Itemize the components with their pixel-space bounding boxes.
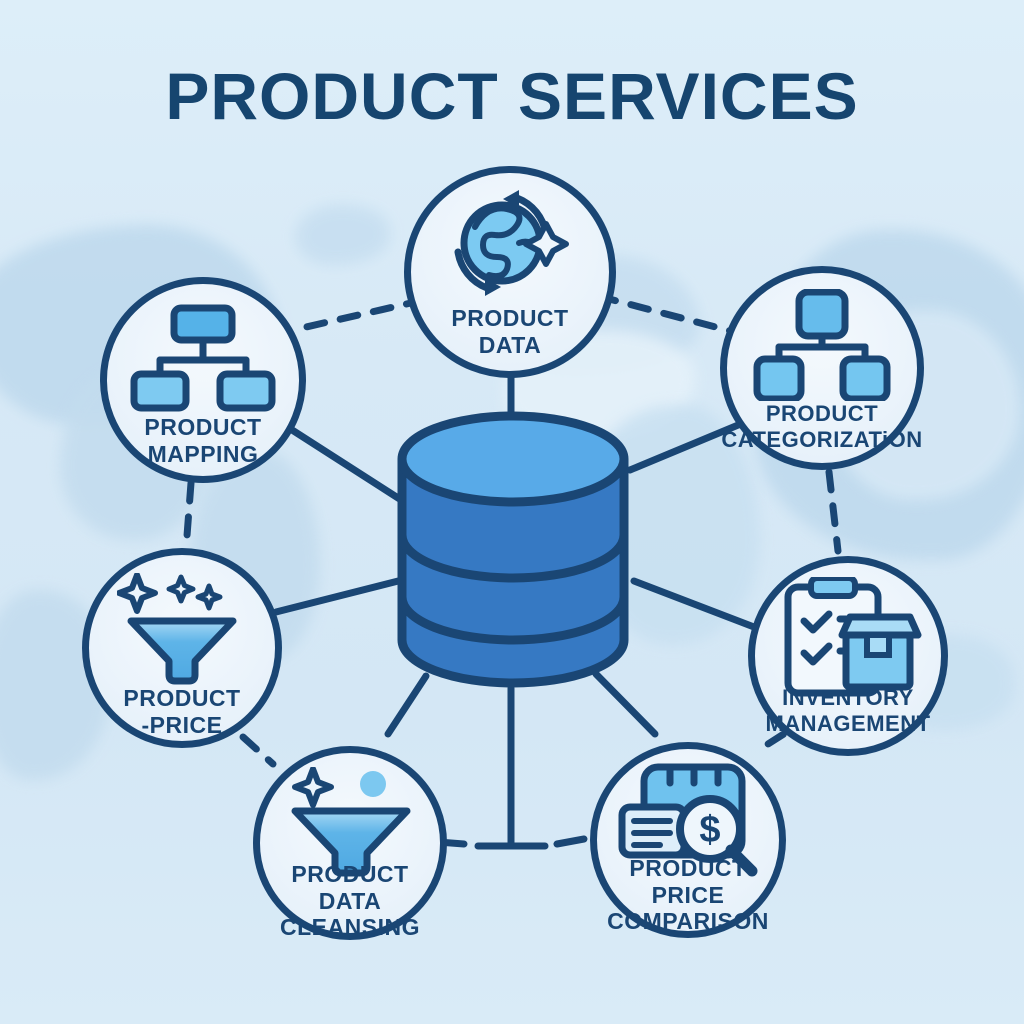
node-product-price-comparison: $ PRODUCT PRICE COMPARISON: [590, 742, 786, 938]
node-product-price: PRODUCT -PRICE: [82, 548, 282, 748]
globe-sync-icon: [447, 187, 573, 304]
org-chart-squares-icon: [747, 288, 897, 406]
node-label: PRODUCT -PRICE: [123, 685, 241, 738]
node-label: PRODUCT DATA CLEANSING: [280, 861, 420, 941]
node-label: PRODUCT PRICE COMPARISON: [607, 855, 769, 935]
node-product-mapping: PRODUCT MAPPING: [100, 277, 306, 483]
node-label: INVENTORY MANAGEMENT: [765, 685, 931, 736]
dollar-glyph: $: [699, 809, 720, 851]
node-product-data-cleansing: PRODUCT DATA CLEANSING: [253, 746, 447, 940]
page-title: PRODUCT SERVICES: [165, 59, 859, 133]
map-landmass: [295, 205, 390, 265]
clipboard-package-icon: [772, 575, 924, 704]
node-product-data: PRODUCT DATA: [404, 166, 616, 378]
price-search-icon: $: [612, 761, 764, 888]
funnel-dot-icon: [285, 766, 415, 884]
node-label: PRODUCT CATEGORIZATiON: [721, 401, 923, 452]
solid-connectors: [272, 371, 758, 850]
funnel-sparkles-icon: [116, 572, 247, 694]
node-label: PRODUCT MAPPING: [144, 414, 262, 467]
org-chart-icon: [128, 304, 278, 419]
database-icon: [397, 411, 629, 688]
node-product-categorization: PRODUCT CATEGORIZATiON: [720, 266, 924, 470]
node-label: PRODUCT DATA: [451, 305, 569, 358]
node-inventory-management: INVENTORY MANAGEMENT: [748, 556, 948, 756]
product-database: [391, 409, 635, 700]
